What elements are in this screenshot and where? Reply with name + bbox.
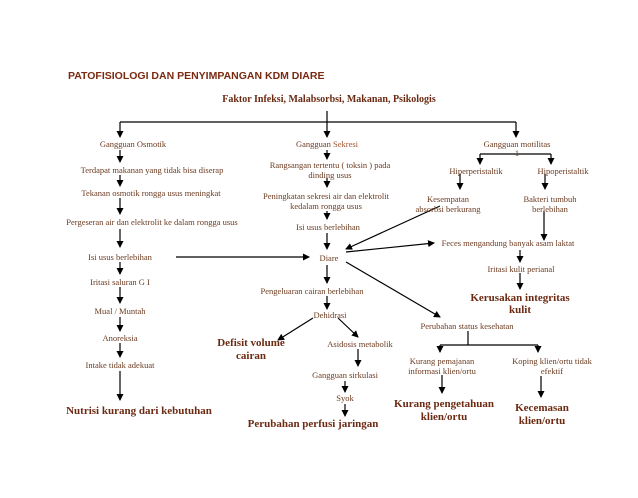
left-node-4: Isi usus berlebihan <box>88 252 152 262</box>
secretion-disorder: Gangguan Sekresi <box>296 139 358 149</box>
page-title: PATOFISIOLOGI DAN PENYIMPANGAN KDM DIARE <box>68 70 325 82</box>
center-node-3: Isi usus berlebihan <box>296 222 360 232</box>
skin-integrity-outcome-a: Kerusakan integritas <box>470 292 570 304</box>
hypoperistaltic-node: Hipoperistaltik <box>537 166 589 176</box>
secretion-label-b: Sekresi <box>333 139 359 149</box>
knowledge-outcome-b: klien/ortu <box>420 411 468 423</box>
absorption-node-a: Kesempatan <box>426 194 470 204</box>
fluid-deficit-outcome-b: cairan <box>236 350 266 362</box>
arrow <box>345 240 435 253</box>
left-node-5: Iritasi saluran G I <box>90 277 150 287</box>
health-status-node: Perubahan status kesehatan <box>420 321 514 331</box>
osmotic-disorder: Gangguan Osmotik <box>99 139 167 149</box>
anxiety-outcome-b: klien/ortu <box>518 415 566 427</box>
absorption-node-b: absorbsi berkurang <box>415 204 481 214</box>
hyperperistaltic-node: Hiperperistaltik <box>449 166 503 176</box>
arrow <box>277 317 314 341</box>
center-node-2a: Peningkatan sekresi air dan elektrolit <box>262 191 390 201</box>
perianal-irritation-node: Iritasi kulit perianal <box>487 264 555 274</box>
circulation-node: Gangguan sirkulasi <box>312 370 378 380</box>
center-node-1b: dinding usus <box>308 170 352 180</box>
coping-node-a: Koping klien/ortu tidak <box>512 356 592 366</box>
motility-disorder: Gangguan motilitas <box>483 139 551 149</box>
bacteria-node-a: Bakteri tumbuh <box>523 194 577 204</box>
center-node-1a: Rangsangan tertentu ( toksin ) pada <box>269 160 391 170</box>
perfusion-outcome: Perubahan perfusi jaringan <box>247 418 379 430</box>
knowledge-outcome-a: Kurang pengetahuan <box>394 398 494 410</box>
root-cause: Faktor Infeksi, Malabsorbsi, Makanan, Ps… <box>222 94 436 105</box>
motility-marker: 1 <box>514 148 520 158</box>
diare-node: Diare <box>319 253 339 263</box>
bacteria-node-b: berlebihan <box>532 204 568 214</box>
left-node-1: Terdapat makanan yang tidak bisa diserap <box>80 165 224 175</box>
secretion-label-a: Gangguan <box>295 139 331 149</box>
left-node-6: Mual / Muntah <box>94 306 146 316</box>
arrow <box>345 205 441 250</box>
arrow <box>337 317 359 338</box>
center-node-4: Pengeluaran cairan berlebihan <box>260 286 364 296</box>
anxiety-outcome-a: Kecemasan <box>515 402 569 414</box>
arrow <box>345 261 441 318</box>
coping-node-b: efektif <box>540 366 564 376</box>
center-node-2b: kedalam rongga usus <box>290 201 362 211</box>
left-node-7: Anoreksia <box>102 333 138 343</box>
information-node-a: Kurang pemajanan <box>409 356 475 366</box>
dehydration-node: Dehidrasi <box>313 310 347 320</box>
feces-node: Feces mengandung banyak asam laktat <box>441 238 575 248</box>
information-node-b: informasi klien/ortu <box>408 366 476 376</box>
fluid-deficit-outcome-a: Defisit volume <box>217 337 285 349</box>
left-node-3: Pergeseran air dan elektrolit ke dalam r… <box>66 217 238 227</box>
left-node-2: Tekanan osmotik rongga usus meningkat <box>81 188 221 198</box>
shock-node: Syok <box>336 393 354 403</box>
left-node-8: Intake tidak adekuat <box>85 360 155 370</box>
metabolic-acidosis-node: Asidosis metabolik <box>327 339 393 349</box>
skin-integrity-outcome-b: kulit <box>508 304 532 316</box>
nutrition-outcome: Nutrisi kurang dari kebutuhan <box>66 405 212 417</box>
